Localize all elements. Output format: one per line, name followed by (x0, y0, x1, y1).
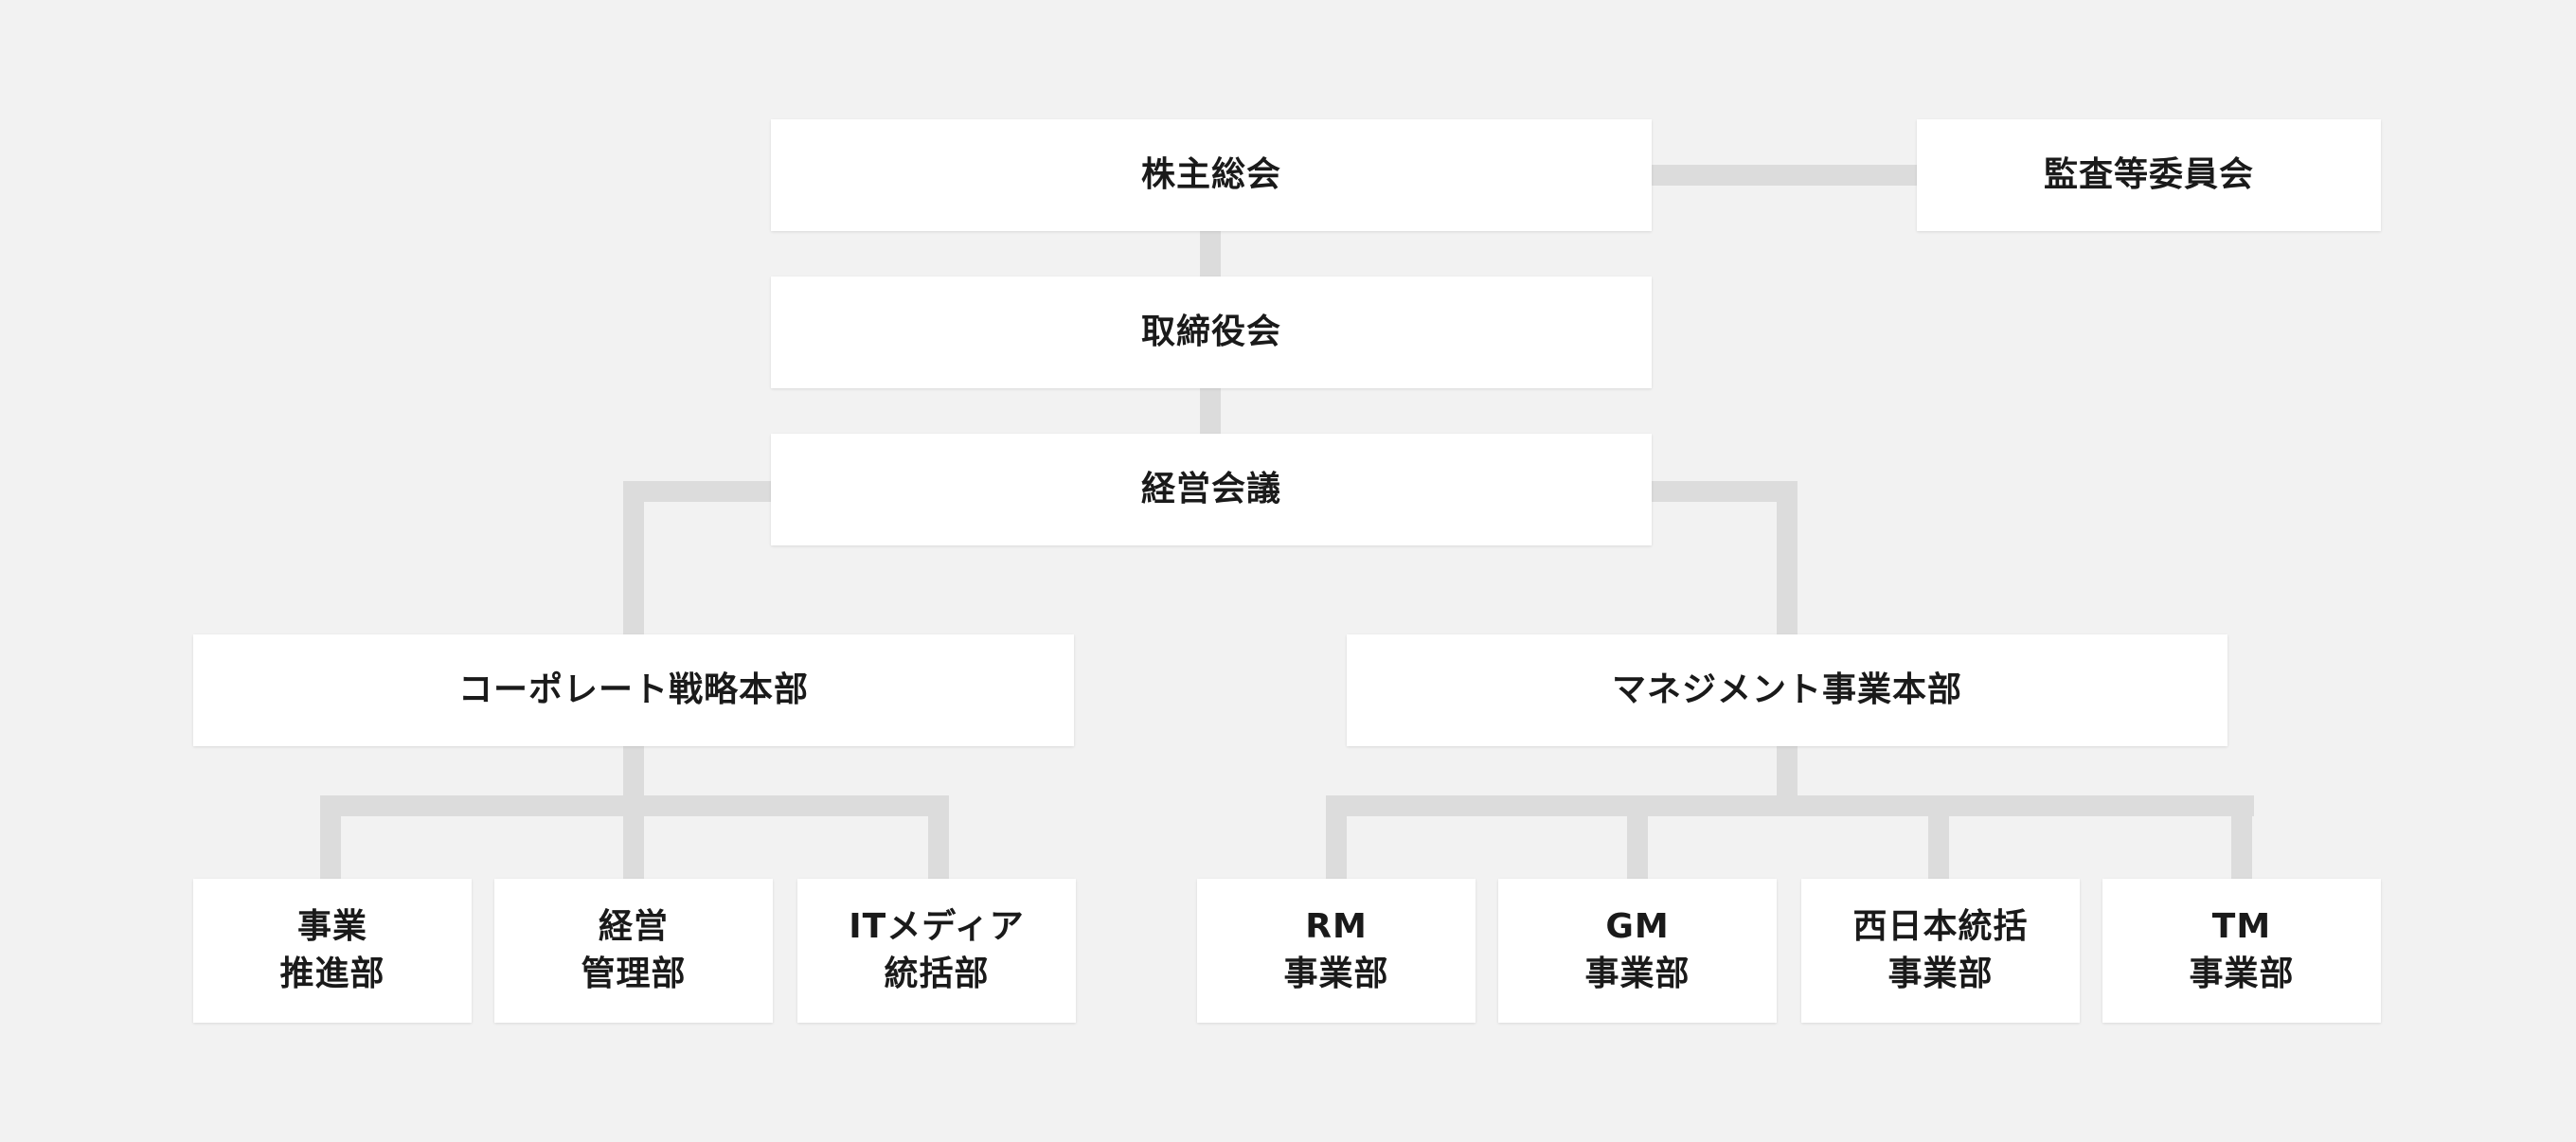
dept-name-line1: GM (1605, 907, 1670, 946)
connector-business-drop-4 (2231, 795, 2252, 879)
business-dept-west-japan: 西日本統括 事業部 (1801, 879, 2080, 1023)
management-meeting-label: 経営会議 (1140, 470, 1281, 509)
shareholders-meeting-box: 株主総会 (771, 119, 1652, 231)
corporate-dept-management-admin: 経営 管理部 (494, 879, 773, 1023)
board-of-directors-box: 取締役会 (771, 277, 1652, 388)
dept-name-line2: 管理部 (581, 955, 687, 993)
connector-business-stem (1777, 746, 1798, 795)
audit-committee-box: 監査等委員会 (1917, 119, 2381, 231)
corporate-dept-business-promotion: 事業 推進部 (193, 879, 472, 1023)
dept-name-line1: ITメディア (849, 907, 1025, 946)
dept-name-line1: 経営 (598, 907, 669, 946)
connector-corporate-drop-1 (320, 795, 341, 879)
business-dept-gm: GM 事業部 (1498, 879, 1777, 1023)
connector-corporate-stem (623, 746, 644, 795)
management-business-hq-box: マネジメント事業本部 (1347, 634, 2227, 746)
dept-name-line1: 事業 (296, 907, 367, 946)
dept-name-line1: TM (2211, 907, 2272, 946)
audit-committee-label: 監査等委員会 (2043, 155, 2254, 194)
corporate-strategy-hq-label: コーポレート戦略本部 (457, 670, 809, 709)
dept-name-line1: RM (1305, 907, 1368, 946)
connector-shareholders-board (1200, 231, 1221, 277)
connector-business-drop-2 (1627, 795, 1648, 879)
corporate-dept-it-media: ITメディア 統括部 (797, 879, 1076, 1023)
business-dept-tm: TM 事業部 (2102, 879, 2381, 1023)
dept-name-line2: 事業部 (1283, 955, 1389, 993)
dept-name-line2: 事業部 (1584, 955, 1690, 993)
connector-management-left-horizontal (623, 481, 771, 502)
management-meeting-box: 経営会議 (771, 434, 1652, 545)
connector-board-management (1200, 388, 1221, 434)
board-of-directors-label: 取締役会 (1140, 312, 1281, 351)
connector-business-bus (1326, 795, 2254, 816)
dept-name-line2: 事業部 (1887, 955, 1994, 993)
connector-shareholders-audit (1652, 165, 1917, 186)
connector-management-left-vertical (623, 481, 644, 634)
dept-name-line2: 事業部 (2189, 955, 2295, 993)
connector-corporate-drop-3 (928, 795, 949, 879)
dept-name-line2: 統括部 (884, 955, 990, 993)
shareholders-meeting-label: 株主総会 (1140, 155, 1281, 194)
dept-name-line2: 推進部 (279, 955, 385, 993)
connector-business-drop-3 (1928, 795, 1949, 879)
dept-name-line1: 西日本統括 (1852, 907, 2029, 946)
management-business-hq-label: マネジメント事業本部 (1611, 670, 1962, 709)
business-dept-rm: RM 事業部 (1197, 879, 1476, 1023)
connector-corporate-drop-2 (623, 795, 644, 879)
corporate-strategy-hq-box: コーポレート戦略本部 (193, 634, 1074, 746)
connector-management-right-horizontal (1652, 481, 1798, 502)
connector-business-drop-1 (1326, 795, 1347, 879)
connector-management-right-vertical (1777, 481, 1798, 634)
